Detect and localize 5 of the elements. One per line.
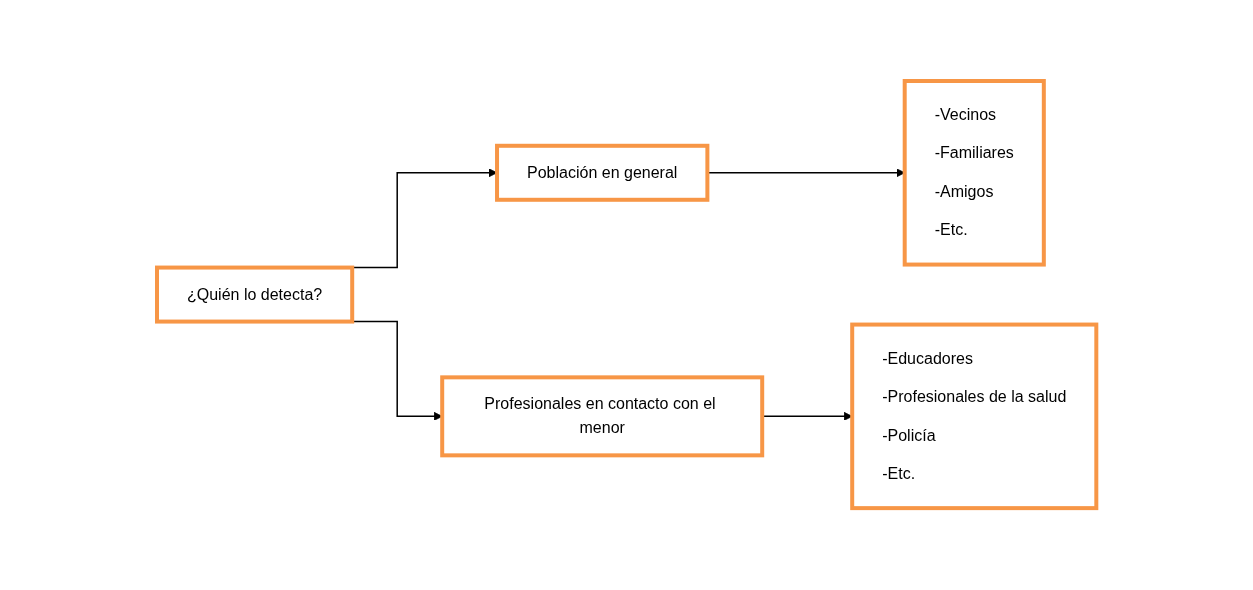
- node-box: Profesionales en contacto con el menor: [440, 375, 765, 458]
- node-box: -Vecinos -Familiares -Amigos -Etc.: [902, 79, 1046, 267]
- node-box: ¿Quién lo detecta?: [154, 266, 355, 324]
- node-box: Población en general: [494, 144, 710, 203]
- node-box: -Educadores -Profesionales de la salud -Policía -Etc.: [850, 323, 1099, 511]
